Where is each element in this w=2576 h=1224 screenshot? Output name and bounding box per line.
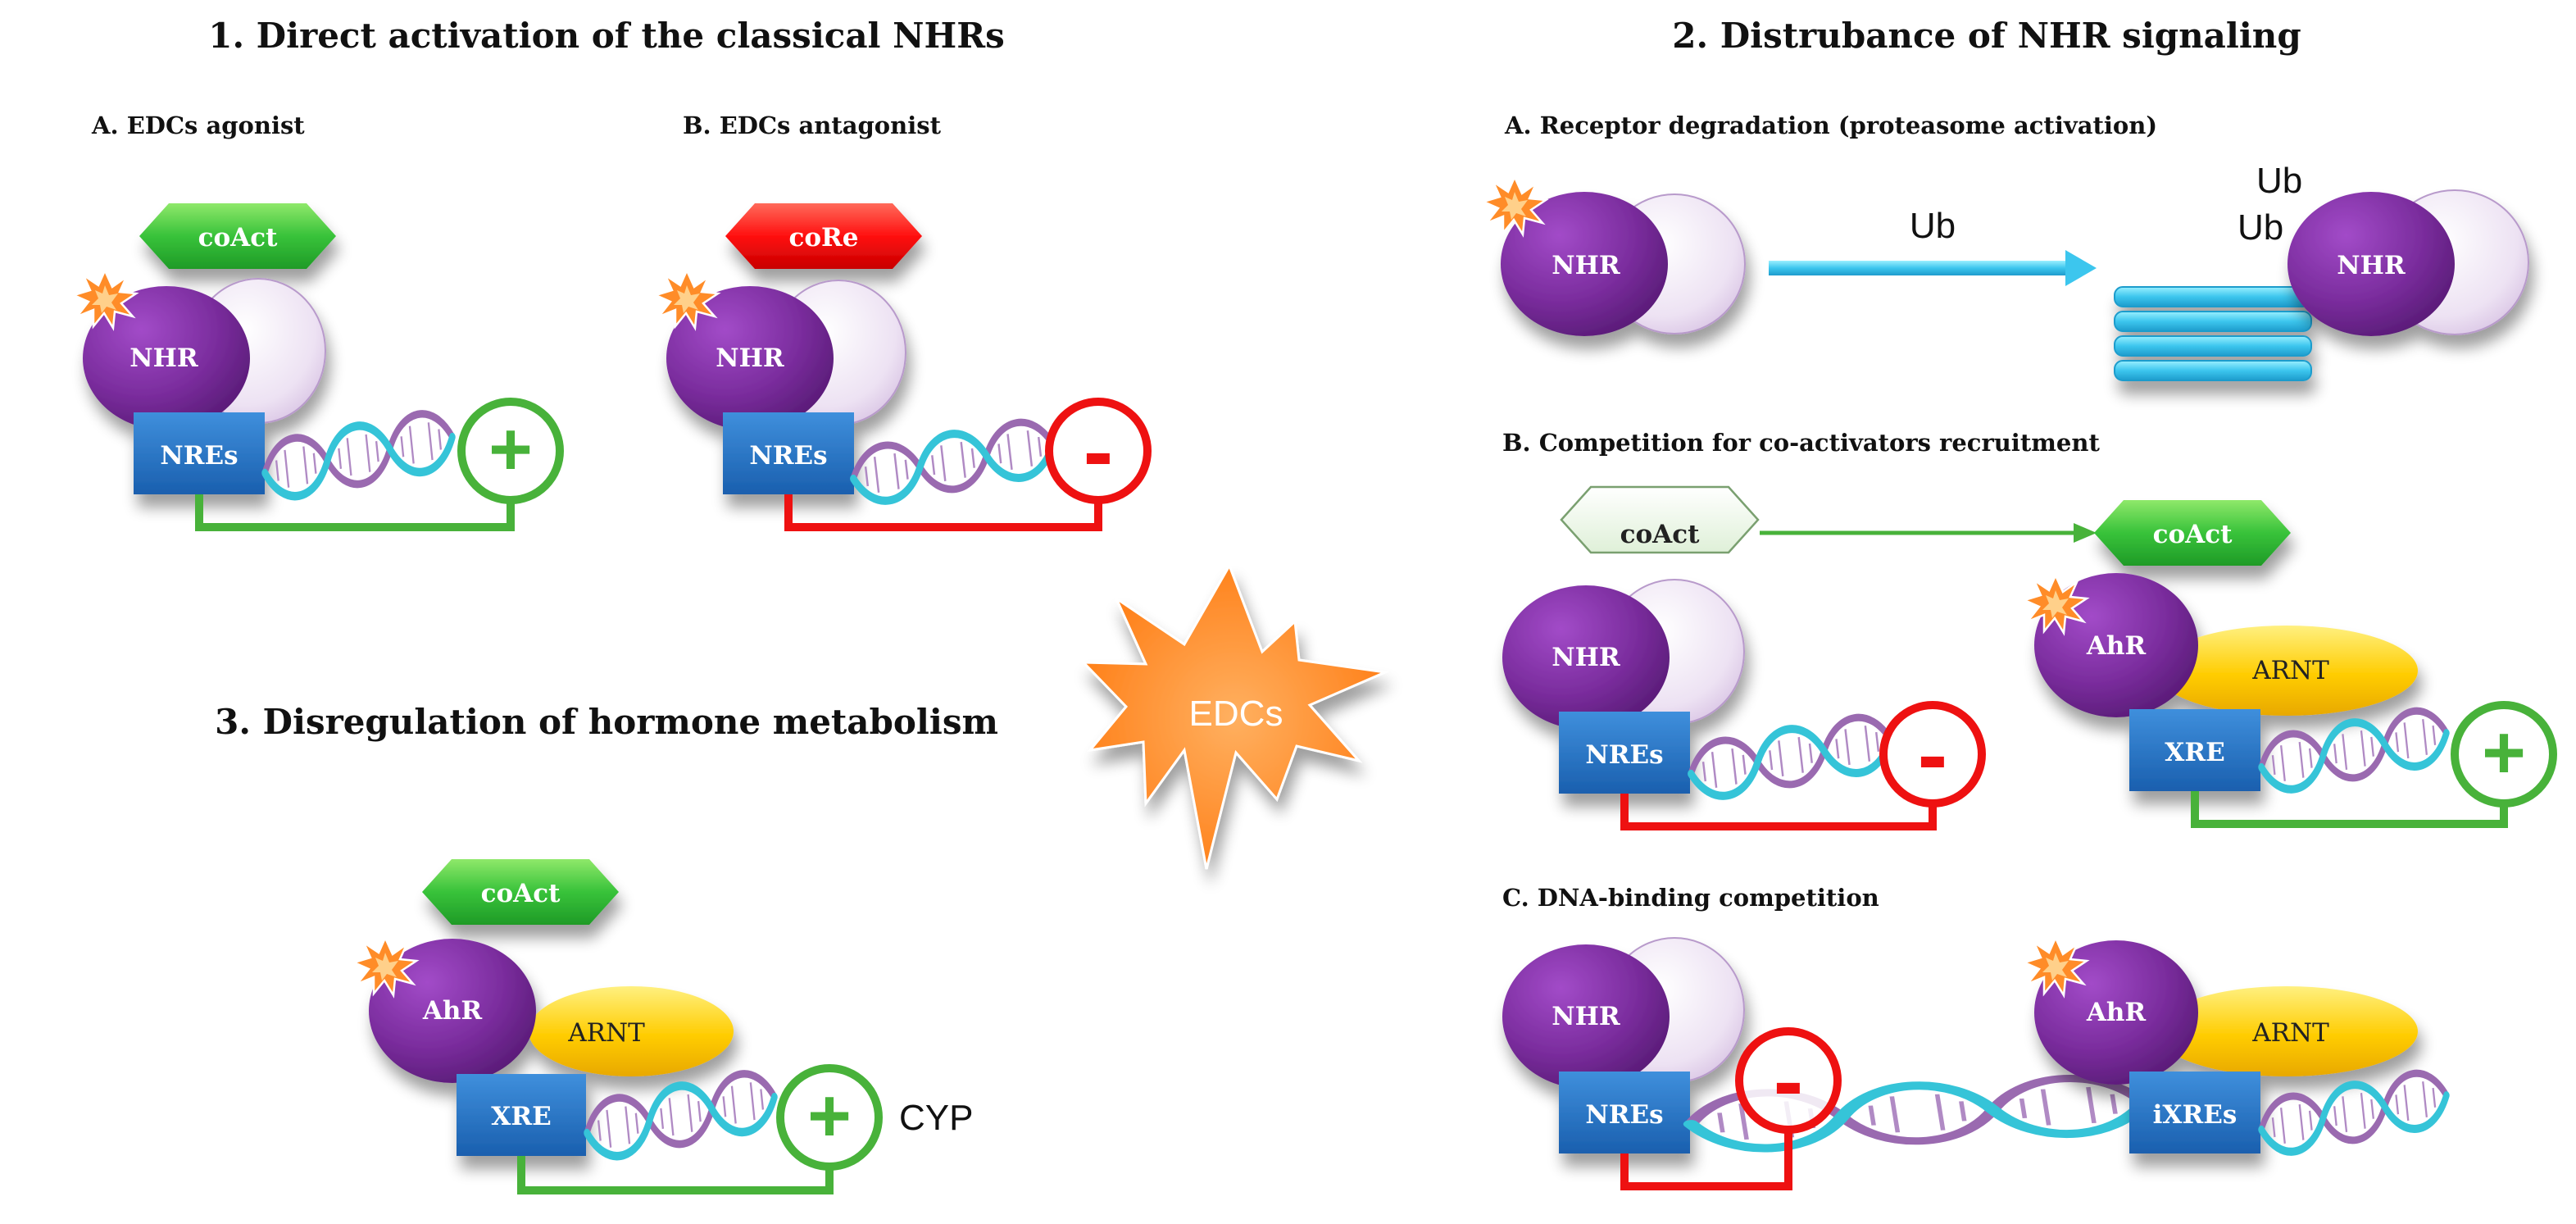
negative-sign: - (1774, 1031, 1804, 1131)
cyp-target-label: CYP (899, 1098, 973, 1138)
arnt-label: ARNT (567, 1018, 645, 1048)
nhr-label: NHR (129, 344, 198, 373)
nres-element (1559, 1072, 1690, 1153)
coactivator-label: coAct (481, 879, 561, 908)
ahr-label: AhR (422, 996, 483, 1026)
edcs-label: EDCs (1189, 694, 1283, 734)
panel-2c-label: C. DNA-binding competition (1502, 884, 1879, 912)
nres-label: NREs (160, 441, 238, 471)
positive-effect-circle (457, 398, 564, 504)
positive-sign: + (807, 1074, 852, 1158)
nhr-label: NHR (1552, 251, 1620, 280)
ubiquitination-arrow (1769, 250, 2097, 286)
nhr-receptor (83, 286, 250, 430)
ixres-label: iXREs (2153, 1100, 2238, 1130)
edcs-starburst-icon (1080, 562, 1390, 870)
nres-label: NREs (1585, 740, 1663, 770)
negative-effect-circle (1045, 398, 1152, 504)
dna-helix (2259, 706, 2450, 795)
ahr-receptor (2034, 573, 2198, 717)
dna-helix (1688, 712, 1893, 802)
panel-2b-label: B. Competition for co-activators recruit… (1502, 429, 2100, 457)
coactivator-label: coAct (2153, 520, 2233, 549)
nres-element (134, 412, 265, 494)
negative-sign: - (1084, 401, 1114, 502)
nres-element (723, 412, 854, 494)
edcs-center-burst: EDCs (1080, 562, 1390, 870)
xre-label: XRE (2165, 738, 2224, 767)
panel-2c: C. DNA-binding competition NHR NREs - Ah… (1502, 884, 2450, 1190)
negative-sign: - (1918, 704, 1948, 805)
nhr-receptor (666, 286, 834, 430)
activation-line (195, 494, 515, 531)
section-2-title: 2. Distrubance of NHR signaling (1672, 16, 2301, 56)
nhr-label: NHR (716, 344, 784, 373)
arnt-label: ARNT (2251, 1018, 2329, 1048)
arnt-partner (2156, 986, 2418, 1076)
section-3-title: 3. Disregulation of hormone metabolism (215, 702, 998, 742)
arrow-ub-label: Ub (1910, 206, 1956, 246)
nhr-receptor (1501, 192, 1668, 336)
section-3-diagram: coAct AhR ARNT XRE + CYP (352, 859, 973, 1194)
dna-helix (584, 1068, 778, 1162)
nres-label: NREs (1585, 1100, 1663, 1130)
xre-label: XRE (491, 1102, 551, 1131)
positive-effect-circle (2451, 701, 2557, 808)
nhr-label: NHR (1552, 643, 1620, 672)
coactivator-label: coAct (198, 223, 278, 253)
arnt-label: ARNT (2251, 656, 2329, 685)
nhr-label: NHR (2337, 251, 2406, 280)
corepressor-label: coRe (788, 223, 858, 253)
nres-label: NREs (749, 441, 827, 471)
dna-helix (850, 417, 1056, 507)
ahr-receptor (369, 939, 536, 1083)
nhr-label: NHR (1552, 1002, 1620, 1031)
nhr-receptor (1502, 585, 1670, 730)
ub-tag-bottom: Ub (2238, 207, 2283, 248)
panel-1b-label: B. EDCs antagonist (683, 111, 942, 139)
repression-line (1620, 794, 1937, 830)
dna-helix (2259, 1068, 2450, 1158)
activation-line (2191, 791, 2508, 828)
repression-line (784, 494, 1102, 531)
negative-effect-circle (1735, 1027, 1842, 1134)
activation-line (517, 1156, 834, 1194)
panel-2a-label: A. Receptor degradation (proteasome acti… (1504, 111, 2157, 139)
arnt-partner (2156, 626, 2418, 716)
panel-2a: A. Receptor degradation (proteasome acti… (1482, 111, 2529, 381)
dna-helix (262, 408, 456, 502)
ahr-label: AhR (2086, 998, 2147, 1027)
ixre-element (2129, 1072, 2260, 1153)
xre-element (2129, 709, 2260, 791)
recruitment-arrow (1760, 523, 2097, 543)
proteasome (2114, 286, 2312, 381)
panel-1b: B. EDCs antagonist coRe NHR NREs - (654, 111, 1152, 531)
nhr-receptor (1502, 944, 1670, 1089)
ahr-label: AhR (2086, 631, 2147, 661)
arnt-partner (529, 986, 734, 1076)
nhr-receptor (2288, 192, 2455, 336)
coactivator-label: coAct (1620, 520, 1700, 549)
positive-sign: + (2482, 711, 2526, 794)
negative-effect-circle (1879, 701, 1986, 808)
positive-sign: + (488, 407, 533, 491)
repression-line (1620, 1133, 1792, 1190)
nres-element (1559, 712, 1690, 794)
panel-1a: A. EDCs agonist coAct NHR NREs + (72, 111, 564, 531)
positive-effect-circle (776, 1064, 883, 1171)
ub-tag-top: Ub (2256, 161, 2302, 201)
panel-1a-label: A. EDCs agonist (91, 111, 305, 139)
section-1-title: 1. Direct activation of the classical NH… (208, 16, 1005, 56)
panel-2b: B. Competition for co-activators recruit… (1502, 429, 2557, 830)
xre-element (457, 1074, 586, 1156)
